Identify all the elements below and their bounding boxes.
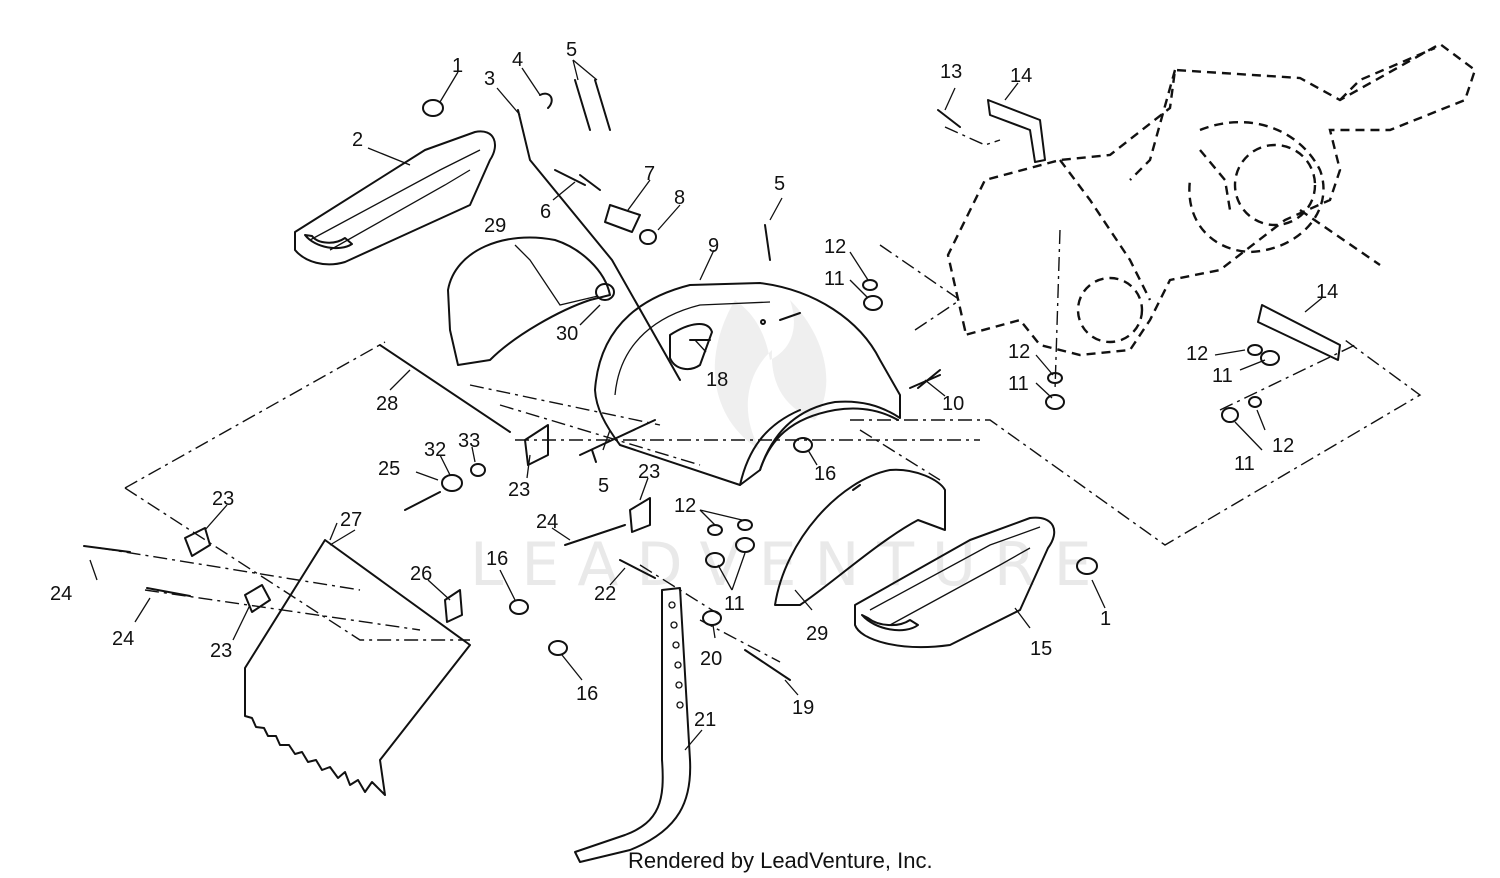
callout-12-b: 12	[1008, 341, 1030, 363]
callout-19: 19	[792, 697, 814, 719]
callout-10: 10	[942, 393, 964, 415]
callout-3: 3	[484, 68, 495, 90]
callout-2: 2	[352, 129, 363, 151]
callout-14-b: 14	[1316, 281, 1338, 303]
rod-28	[379, 344, 511, 433]
callout-25: 25	[378, 458, 400, 480]
callout-16-a: 16	[814, 463, 836, 485]
watermark-text: LEADVENTURE	[470, 530, 1110, 600]
callout-23-a: 23	[638, 461, 660, 483]
callout-33: 33	[458, 430, 480, 452]
callout-14-a: 14	[1010, 65, 1032, 87]
hardware	[83, 99, 1341, 681]
callout-11-e: 11	[724, 593, 745, 615]
callout-5-bolt: 5	[598, 475, 609, 497]
callout-18: 18	[706, 369, 728, 391]
render-credit: Rendered by LeadVenture, Inc.	[628, 848, 933, 873]
left-hood-extension	[294, 130, 496, 266]
callout-6: 6	[540, 201, 551, 223]
callout-5-top: 5	[566, 39, 577, 61]
callout-20: 20	[700, 648, 722, 670]
callout-11-b: 11	[1008, 373, 1029, 395]
callout-15: 15	[1030, 638, 1052, 660]
callout-11-d: 11	[1234, 453, 1255, 475]
callout-8: 8	[674, 187, 685, 209]
callout-11-a: 11	[824, 268, 845, 290]
callout-30: 30	[556, 323, 578, 345]
left-shield	[447, 236, 611, 366]
callout-22: 22	[594, 583, 616, 605]
right-hood-extension	[854, 516, 1056, 649]
callout-12-e: 12	[674, 495, 696, 517]
callout-labels: 1 1 2 3 4 5 5 5 6 7 8 9 10 11 11 11 11 1…	[50, 39, 1338, 731]
callout-28: 28	[376, 393, 398, 415]
callout-5-hood: 5	[774, 173, 785, 195]
callout-24-a: 24	[536, 511, 558, 533]
callout-23-d: 23	[210, 640, 232, 662]
callout-4: 4	[512, 49, 523, 71]
callout-26: 26	[410, 563, 432, 585]
callout-29-left: 29	[484, 215, 506, 237]
rear-drag-shield	[244, 539, 471, 796]
right-shield	[774, 468, 946, 606]
callout-23-b: 23	[508, 479, 530, 501]
callout-leaders	[89, 59, 1323, 751]
callout-12-d: 12	[1272, 435, 1294, 457]
callout-9: 9	[708, 235, 719, 257]
callout-16-c: 16	[576, 683, 598, 705]
callout-24-b: 24	[50, 583, 72, 605]
callout-12-c: 12	[1186, 343, 1208, 365]
callout-21: 21	[694, 709, 716, 731]
callout-12-a: 12	[824, 236, 846, 258]
callout-24-c: 24	[112, 628, 134, 650]
callout-32: 32	[424, 439, 446, 461]
callout-1-top: 1	[452, 55, 463, 77]
callout-16-b: 16	[486, 548, 508, 570]
main-tine-hood	[594, 282, 901, 486]
callout-1-right: 1	[1100, 608, 1111, 630]
callout-29-right: 29	[806, 623, 828, 645]
depth-stake	[574, 587, 692, 863]
tiller-frame-phantom	[946, 42, 1477, 357]
callout-27: 27	[340, 509, 362, 531]
callout-11-c: 11	[1212, 365, 1233, 387]
callout-13: 13	[940, 61, 962, 83]
callout-7: 7	[644, 163, 655, 185]
callout-23-c: 23	[212, 488, 234, 510]
